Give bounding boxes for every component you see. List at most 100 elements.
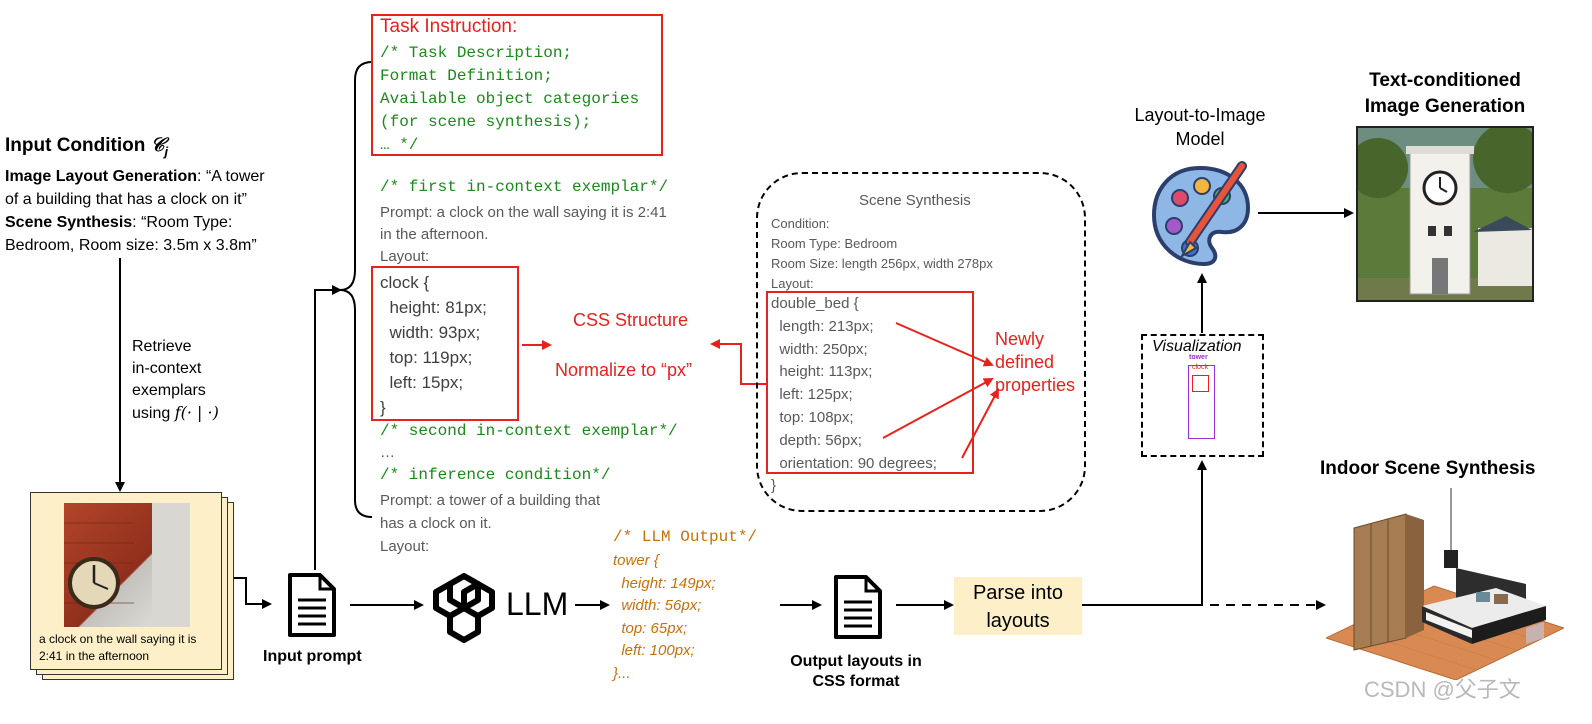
first-exemplar-prompt: Prompt: a clock on the wall saying it is… <box>380 202 667 268</box>
css-line: top: 119px; <box>380 348 473 367</box>
caption-line: a clock on the wall saying it is <box>39 632 197 646</box>
bed-css-line: } <box>771 477 777 495</box>
inference-line: Prompt: a tower of a building that <box>380 492 601 509</box>
inference-line: has a clock on it. <box>380 515 492 532</box>
task-line: … */ <box>380 136 419 154</box>
watermark: CSDN @父子文 <box>1364 677 1521 702</box>
output-line: }... <box>613 664 631 682</box>
condition-line: Condition: <box>771 216 830 231</box>
retrieve-line: Retrieve <box>132 338 192 355</box>
exemplar-card: a clock on the wall saying it is 2:41 in… <box>30 492 222 670</box>
double-bed-css: double_bed { length: 213px; width: 250px… <box>771 293 937 498</box>
vis-tower-label: tower <box>1189 354 1208 361</box>
model-line: Model <box>1175 129 1225 149</box>
prompt-line: in the afternoon. <box>380 226 489 243</box>
arrow-exemplar-to-prompt <box>222 577 272 609</box>
bed-css-line: orientation: 90 degrees; <box>771 454 937 472</box>
bed-css-line: height: 113px; <box>771 363 873 381</box>
condition-symbol: 𝒞 <box>150 134 165 156</box>
output-layouts-label: Output layouts in CSS format <box>781 652 931 692</box>
scene-synthesis-title: Scene Synthesis <box>859 192 971 209</box>
model-line: Layout-to-Image <box>1134 105 1266 125</box>
css-structure-label: CSS Structure <box>573 310 689 330</box>
output-line: tower { <box>613 552 659 569</box>
clock-css-box <box>371 266 519 421</box>
vis-clock-rect <box>1192 375 1209 392</box>
inference-prompt: Prompt: a tower of a building that has a… <box>380 489 600 558</box>
inference-comment: /* inference condition*/ <box>380 466 611 484</box>
room-size-line: Room Size: length 256px, width 278px <box>771 256 993 271</box>
scene-synthesis-text: : “Room Type: <box>132 213 233 231</box>
bed-css-line: double_bed { <box>771 295 859 312</box>
input-condition: Input Condition 𝒞j Image Layout Generati… <box>5 132 305 257</box>
newly-line: properties <box>995 375 1076 395</box>
retrieve-line: using <box>132 405 171 422</box>
tc-line: Image Generation <box>1364 96 1526 117</box>
llm-output: tower { height: 149px; width: 56px; top:… <box>613 550 716 685</box>
newly-line: defined <box>995 352 1055 372</box>
llm-logo-icon <box>426 568 502 649</box>
image-layout-text: : “A tower <box>197 167 265 185</box>
double-bed-css-box <box>766 291 974 474</box>
generated-tower-image <box>1356 126 1534 302</box>
visualization-title: Visualization <box>1152 338 1242 355</box>
output-line: left: 100px; <box>613 642 695 659</box>
llm-label: LLM <box>506 586 569 622</box>
indoor-scene-render <box>1324 488 1566 685</box>
arrow-depth-new <box>895 322 994 367</box>
parse-line: Parse into <box>972 582 1064 604</box>
input-prompt-document-icon <box>287 572 337 643</box>
bed-css-line: length: 213px; <box>771 317 874 335</box>
layout-label: Layout: <box>380 248 430 265</box>
text-conditioned-title: Text-conditioned Image Generation <box>1345 68 1545 120</box>
output-label-line: Output layouts in <box>790 653 922 670</box>
image-layout-label: Image Layout Generation <box>5 167 198 185</box>
output-label-line: CSS format <box>812 673 900 690</box>
layout-to-image-label: Layout-to-Image Model <box>1114 103 1286 151</box>
scene-synthesis-text-2: Bedroom, Room size: 3.5m x 3.8m” <box>5 236 257 254</box>
output-document-icon <box>833 574 883 645</box>
newly-line: Newly <box>995 329 1045 349</box>
image-layout-text-2: of a building that has a clock on it” <box>5 190 247 208</box>
bed-css-line: top: 108px; <box>771 408 854 426</box>
normalize-label: Normalize to “px” <box>555 360 693 380</box>
visualization-box <box>1141 334 1264 457</box>
caption-line: 2:41 in the afternoon <box>39 649 150 663</box>
room-type-line: Room Type: Bedroom <box>771 236 898 251</box>
parse-box: Parse into layouts <box>954 577 1082 635</box>
retrieve-label: Retrieve in-context exemplars using f(· … <box>132 336 219 425</box>
task-instruction-title: Task Instruction: <box>380 16 518 37</box>
output-line: top: 65px; <box>613 619 688 637</box>
first-exemplar-comment: /* first in-context exemplar*/ <box>380 178 669 196</box>
arrow-orientation-new <box>961 388 999 459</box>
vis-tower-rect <box>1188 365 1215 439</box>
indoor-scene-title: Indoor Scene Synthesis <box>1320 458 1536 479</box>
bed-css-line: depth: 56px; <box>771 431 862 449</box>
prompt-line: Prompt: a clock on the wall saying it is… <box>380 204 667 221</box>
layout-line: Layout: <box>771 276 814 291</box>
second-exemplar-comment: /* second in-context exemplar*/ <box>380 422 678 440</box>
parse-line: layouts <box>986 610 1050 632</box>
css-line: clock { <box>380 273 430 292</box>
input-condition-title: Input Condition <box>5 135 146 156</box>
css-line: left: 15px; <box>380 373 464 392</box>
retrieve-line: in-context <box>132 360 202 377</box>
exemplar-caption: a clock on the wall saying it is 2:41 in… <box>39 631 196 665</box>
vis-clock-label: clock <box>1192 364 1208 371</box>
brace <box>339 61 373 518</box>
output-line: width: 56px; <box>613 597 702 614</box>
arrow-prompt-to-brace <box>314 285 342 570</box>
scene-synthesis-label: Scene Synthesis <box>5 213 133 231</box>
css-line: height: 81px; <box>380 298 487 317</box>
tc-line: Text-conditioned <box>1369 70 1521 91</box>
palette-icon <box>1150 160 1254 275</box>
retrieve-line: exemplars <box>132 382 206 399</box>
condition-subscript: j <box>164 143 169 159</box>
retrieve-formula: f(· | ·) <box>174 403 219 422</box>
css-line: width: 93px; <box>380 323 481 342</box>
inference-layout: Layout: <box>380 538 430 555</box>
css-line: } <box>380 398 386 417</box>
output-line: height: 149px; <box>613 574 716 592</box>
bed-css-line: width: 250px; <box>771 340 868 358</box>
